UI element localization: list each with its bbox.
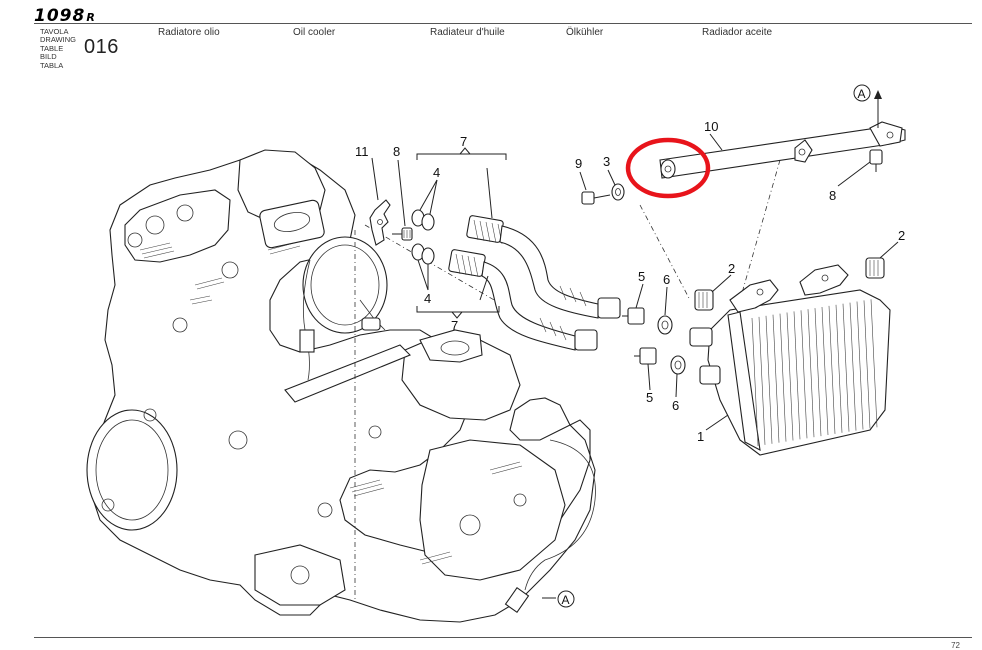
title-french: Radiateur d'huile (430, 27, 505, 38)
callout-2: 2 (728, 261, 735, 276)
callout-7: 7 (460, 134, 467, 149)
callout-6: 6 (663, 272, 670, 287)
page-number: 72 (951, 641, 960, 650)
table-label: TAVOLA (40, 27, 69, 36)
fitting-part-5-lower (634, 347, 657, 365)
grommet-part-2-left (694, 289, 714, 311)
washer-part-6-upper (657, 315, 673, 335)
callout-11: 11 (355, 144, 369, 159)
callout-3: 3 (603, 154, 610, 169)
oil-cooler-part-1 (689, 289, 891, 456)
screw-part-8-right (869, 149, 883, 172)
header-rule (34, 23, 972, 24)
table-number: 016 (84, 36, 119, 58)
callout-8: 8 (393, 144, 400, 159)
cooler-bracket-right (799, 264, 849, 296)
engine-block (86, 149, 596, 623)
oil-hose-upper-part-7 (466, 215, 621, 319)
svg-text:A: A (562, 593, 570, 607)
title-spanish: Radiador aceite (702, 27, 773, 38)
callout-5: 5 (638, 269, 645, 284)
callout-1: 1 (697, 429, 704, 444)
callout-4: 4 (424, 291, 431, 306)
reference-a-top: A (853, 84, 871, 102)
table-label-block: TAVOLA DRAWING TABLE BILD TABLA (40, 27, 76, 70)
cooler-bracket-left (729, 279, 779, 313)
grommet-part-2-right (865, 257, 885, 279)
screw-part-9 (581, 191, 611, 205)
fitting-part-5-upper (622, 307, 645, 325)
table-label: TABLE (40, 43, 64, 53)
callout-9: 9 (575, 156, 582, 171)
table-label: DRAWING (40, 35, 76, 45)
footer-rule (34, 637, 972, 638)
callout-2: 2 (898, 228, 905, 243)
title-english: Oil cooler (293, 27, 336, 38)
callout-7: 7 (451, 318, 458, 333)
table-label: BILD (40, 52, 57, 62)
title-german: Ölkühler (566, 27, 604, 38)
oil-hose-lower-part-7 (448, 249, 598, 351)
highlight-circle (625, 137, 711, 199)
callout-8: 8 (829, 188, 836, 203)
svg-text:A: A (858, 87, 866, 101)
screw-part-8 (392, 227, 413, 241)
washer-part-3 (611, 183, 625, 201)
model-logo: 1098R (34, 6, 96, 26)
reference-a-bottom: A (557, 590, 575, 608)
title-italian: Radiatore olio (158, 27, 220, 38)
bracket-part-11 (369, 199, 391, 246)
table-label: TABLA (40, 60, 64, 70)
callout-10: 10 (704, 119, 718, 134)
callout-5: 5 (646, 390, 653, 405)
orings-part-4 (411, 209, 435, 265)
callout-4: 4 (433, 165, 440, 180)
callout-6: 6 (672, 398, 679, 413)
washer-part-6-lower (670, 355, 686, 375)
